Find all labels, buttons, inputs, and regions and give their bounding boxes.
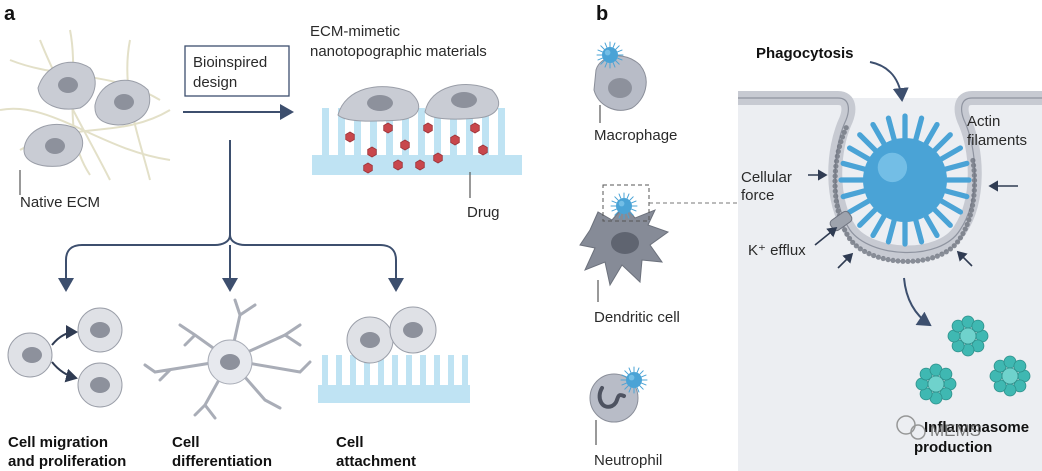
watermark: MEMS <box>896 415 981 440</box>
differentiated-nucleus <box>220 354 240 370</box>
phagocytosis-label: Phagocytosis <box>756 45 854 62</box>
ecm-cell-1 <box>37 61 96 110</box>
force-arrow-lower-left <box>837 252 854 269</box>
dendritic-label: Dendritic cell <box>594 309 680 326</box>
actin-filaments <box>832 125 978 264</box>
macrophage-label: Macrophage <box>594 127 677 144</box>
neutrophil-label: Neutrophil <box>594 452 662 469</box>
force-line2: force <box>741 187 774 204</box>
migrating-cells <box>7 307 123 408</box>
outcome2-line2: differentiation <box>172 453 272 470</box>
panel-a-letter: a <box>4 3 16 25</box>
inflammasome-arrow <box>903 277 932 327</box>
outcome1-line1: Cell migration <box>8 434 108 451</box>
actin-line1: Actin <box>967 113 1000 130</box>
force-arrow-lower-right <box>956 250 973 267</box>
material-line2: nanotopographic materials <box>310 43 487 60</box>
macrophage <box>593 41 647 111</box>
outcome3-line1: Cell <box>336 434 364 451</box>
outcome1-line2: and proliferation <box>8 453 126 470</box>
inflammasome-line2: production <box>914 439 992 456</box>
branch-arrows <box>58 140 404 292</box>
outcome2-line1: Cell <box>172 434 200 451</box>
neutrophil <box>589 366 648 423</box>
k-efflux-arrow <box>814 226 838 246</box>
bioinspired-line2: design <box>193 74 237 91</box>
native-ecm-label: Native ECM <box>20 194 100 211</box>
material-cells <box>337 84 500 122</box>
engulfed-nanoparticle <box>838 113 972 247</box>
phagocytosis-arrow <box>869 61 909 102</box>
drug-particles <box>345 122 488 174</box>
outcome3-line2: attachment <box>336 453 416 470</box>
force-line1: Cellular <box>741 169 792 186</box>
inflammasome-line1: Inflammasome <box>924 419 1029 436</box>
material-line1: ECM-mimetic <box>310 23 400 40</box>
ecm-cell-3 <box>23 123 84 167</box>
attached-cells <box>346 306 437 364</box>
attachment-substrate <box>318 355 470 403</box>
inflammasome-complexes <box>915 315 1031 405</box>
dendritic-particle <box>610 192 638 220</box>
membrane-outline <box>738 97 1042 254</box>
k-efflux-label: K⁺ efflux <box>748 242 806 259</box>
watermark-text: MEMS <box>930 421 981 440</box>
drug-label: Drug <box>467 204 500 221</box>
bioinspired-line1: Bioinspired <box>193 54 267 71</box>
actin-line2: filaments <box>967 132 1027 149</box>
ecm-cell-2 <box>94 79 151 126</box>
panel-b-letter: b <box>596 3 608 25</box>
bioinspired-design-box <box>184 45 290 97</box>
